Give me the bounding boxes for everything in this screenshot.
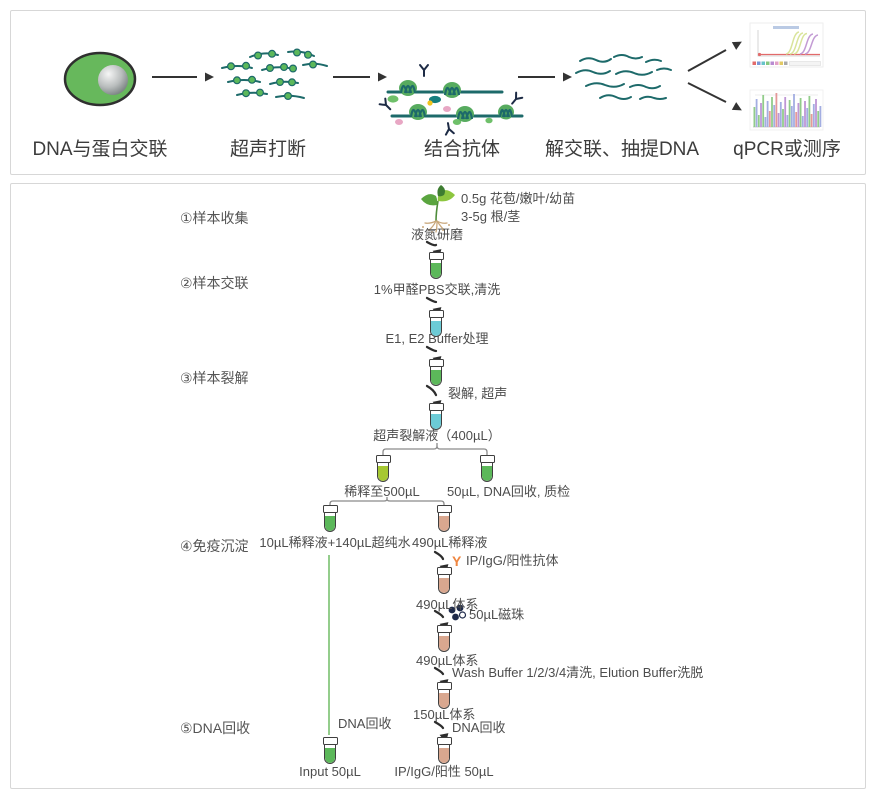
step-3-lysis: ③样本裂解 bbox=[180, 370, 249, 386]
system-490-a-label: 490µL体系 bbox=[416, 597, 479, 612]
buffer-treat-label: E1, E2 Buffer处理 bbox=[385, 331, 489, 346]
tube-body bbox=[438, 575, 450, 594]
ip-result-label: IP/IgG/阳性 50µL bbox=[394, 764, 494, 779]
tube-ip-beads bbox=[435, 625, 453, 652]
dilute-500-label: 稀释至500µL bbox=[344, 484, 420, 499]
overview-label-qpcr-seq: qPCR或测序 bbox=[733, 139, 841, 160]
tube-body bbox=[324, 745, 336, 764]
tube-body bbox=[430, 411, 442, 430]
grind-label: 液氮研磨 bbox=[410, 227, 464, 242]
wash-elute-label: Wash Buffer 1/2/3/4清洗, Elution Buffer洗脱 bbox=[452, 665, 704, 680]
tube-liquid bbox=[431, 321, 441, 336]
tube-liquid bbox=[439, 693, 449, 708]
tube-sonicated-lysate bbox=[427, 403, 445, 430]
input-mix-label: 10µL稀释液+140µL超纯水 bbox=[259, 535, 411, 550]
tube-liquid bbox=[431, 370, 441, 385]
tube-body bbox=[324, 513, 336, 532]
tube-input-final bbox=[321, 737, 339, 764]
tube-ground-sample bbox=[427, 252, 445, 279]
tube-cap bbox=[428, 403, 444, 411]
tube-body bbox=[430, 318, 442, 337]
tube-cap bbox=[479, 455, 495, 463]
sample-amount-line2: 3-5g 根/茎 bbox=[461, 209, 521, 224]
antibody-label: IP/IgG/阳性抗体 bbox=[466, 553, 559, 568]
tube-ip-final bbox=[435, 737, 453, 764]
tube-buffer-treated bbox=[427, 359, 445, 386]
tube-qc-aliquot bbox=[478, 455, 496, 482]
tube-input-dilution bbox=[321, 505, 339, 532]
tube-body bbox=[430, 260, 442, 279]
overview-label-decrosslink: 解交联、抽提DNA bbox=[544, 139, 700, 160]
tube-cap bbox=[322, 737, 338, 745]
overview-label-sonication: 超声打断 bbox=[229, 139, 307, 160]
lysis-sonicate-label: 裂解, 超声 bbox=[448, 386, 508, 401]
tube-cap bbox=[428, 359, 444, 367]
crosslink-label: 1%甲醛PBS交联,清洗 bbox=[373, 282, 501, 297]
tube-cap bbox=[436, 625, 452, 633]
dna-recover-right-label: DNA回收 bbox=[452, 720, 506, 735]
tube-body bbox=[481, 463, 493, 482]
tube-cap bbox=[436, 505, 452, 513]
antibody-y-glyph: Y bbox=[452, 553, 462, 569]
qc-50-label: 50µL, DNA回收, 质检 bbox=[447, 484, 571, 499]
tube-body bbox=[377, 463, 389, 482]
step-5-dna-recovery: ⑤DNA回收 bbox=[180, 720, 251, 736]
tube-liquid bbox=[431, 414, 441, 429]
tube-liquid bbox=[325, 748, 335, 763]
tube-liquid bbox=[431, 263, 441, 278]
system-490-b-label: 490µL体系 bbox=[416, 653, 479, 668]
step-4-immunoprecipitation: ④免疫沉淀 bbox=[180, 538, 249, 554]
tube-ip-dilution bbox=[435, 505, 453, 532]
tube-liquid bbox=[325, 516, 335, 531]
tube-cap bbox=[375, 455, 391, 463]
tube-liquid bbox=[439, 748, 449, 763]
tube-ip-antibody bbox=[435, 567, 453, 594]
lysate-label: 超声裂解液（400µL） bbox=[373, 428, 501, 443]
tube-cap bbox=[436, 737, 452, 745]
system-150-label: 150µL体系 bbox=[413, 707, 476, 722]
tube-body bbox=[438, 633, 450, 652]
tube-body bbox=[438, 690, 450, 709]
tube-cap bbox=[436, 682, 452, 690]
tube-ip-washed bbox=[435, 682, 453, 709]
step-1-sample-collection: ①样本收集 bbox=[180, 210, 249, 226]
beads-50-label: 50µL磁珠 bbox=[469, 607, 525, 622]
input-50-label: Input 50µL bbox=[299, 764, 361, 779]
tube-cap bbox=[428, 252, 444, 260]
dna-recover-left-label: DNA回收 bbox=[338, 716, 392, 731]
tube-diluted bbox=[374, 455, 392, 482]
tube-crosslinked bbox=[427, 310, 445, 337]
ip-dilution-label: 490µL稀释液 bbox=[412, 535, 488, 550]
tube-body bbox=[438, 745, 450, 764]
tube-cap bbox=[322, 505, 338, 513]
step-2-crosslinking: ②样本交联 bbox=[180, 275, 249, 291]
overview-label-antibody: 结合抗体 bbox=[423, 139, 501, 160]
tube-liquid bbox=[439, 516, 449, 531]
tube-liquid bbox=[378, 466, 388, 481]
tube-liquid bbox=[482, 466, 492, 481]
tube-liquid bbox=[439, 636, 449, 651]
overview-label-crosslink: DNA与蛋白交联 bbox=[32, 139, 168, 160]
tube-liquid bbox=[439, 578, 449, 593]
tube-body bbox=[430, 367, 442, 386]
tube-cap bbox=[436, 567, 452, 575]
tube-cap bbox=[428, 310, 444, 318]
sample-amount-line1: 0.5g 花苞/嫩叶/幼苗 bbox=[461, 191, 576, 206]
tube-body bbox=[438, 513, 450, 532]
